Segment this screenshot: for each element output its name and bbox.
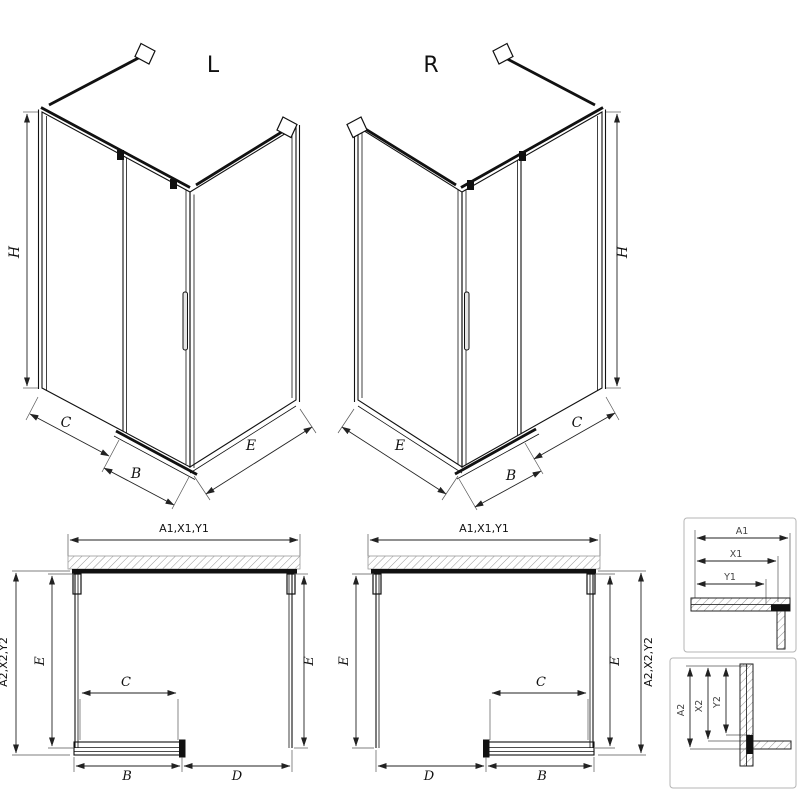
iso-view-right: R H E B bbox=[337, 42, 631, 511]
corner-bracket bbox=[586, 573, 596, 595]
wall-bracket bbox=[276, 116, 298, 139]
glass-section bbox=[776, 610, 786, 650]
door-handle bbox=[182, 291, 188, 351]
dim-label-a2: A2 bbox=[676, 704, 687, 717]
top-rail bbox=[40, 106, 191, 189]
dim-label-x2: X2 bbox=[694, 700, 705, 713]
detail-box bbox=[669, 657, 797, 789]
dim-label-c: C bbox=[572, 415, 583, 431]
corner-connector bbox=[746, 735, 753, 754]
plan-view-left: A1,X1,Y1 C B D E E A2 bbox=[0, 522, 317, 784]
dim-label-x1: X1 bbox=[730, 549, 743, 560]
iso-view-left: L H C bbox=[7, 42, 317, 510]
dim-label-e-left: E bbox=[33, 656, 48, 667]
dim-label-h: H bbox=[615, 245, 631, 259]
door-roller bbox=[519, 151, 526, 161]
door-roller bbox=[117, 150, 124, 160]
side-glass-panel bbox=[357, 126, 463, 469]
front-glass-panel bbox=[461, 111, 603, 468]
wall-bracket bbox=[134, 42, 156, 65]
door-roller bbox=[170, 179, 177, 189]
dim-label-top-width: A1,X1,Y1 bbox=[459, 522, 509, 535]
plan-view-right: A1,X1,Y1 C D B E E A2,X2,Y2 bbox=[337, 522, 655, 784]
dim-label-d: D bbox=[423, 769, 435, 784]
dim-label-y1: Y1 bbox=[723, 572, 736, 583]
dim-label-e: E bbox=[394, 438, 405, 454]
wall-profile bbox=[72, 569, 297, 574]
variant-label-left: L bbox=[207, 53, 220, 78]
corner-connector bbox=[771, 604, 790, 611]
dim-label-e: E bbox=[245, 438, 256, 454]
wall-bracket bbox=[492, 42, 514, 65]
dim-label-b: B bbox=[121, 769, 132, 784]
door-handle bbox=[464, 291, 470, 351]
dim-label-top-width: A1,X1,Y1 bbox=[159, 522, 209, 535]
wall-section bbox=[67, 555, 301, 570]
dim-label-side-depth: A2,X2,Y2 bbox=[0, 637, 10, 687]
dim-label-e-left: E bbox=[337, 656, 352, 667]
door-roller bbox=[467, 180, 474, 190]
corner-bracket bbox=[72, 573, 82, 595]
dim-label-side-depth: A2,X2,Y2 bbox=[642, 637, 655, 687]
variant-label-right: R bbox=[423, 53, 438, 78]
dim-label-c: C bbox=[121, 675, 131, 690]
dim-label-h: H bbox=[7, 245, 23, 259]
dim-label-c: C bbox=[536, 675, 546, 690]
stabilizer-bar bbox=[496, 52, 596, 107]
dim-label-d: D bbox=[231, 769, 243, 784]
dim-label-b: B bbox=[130, 466, 141, 482]
corner-bracket bbox=[372, 573, 382, 595]
top-rail bbox=[460, 106, 604, 189]
sliding-door-plan bbox=[73, 741, 183, 756]
dim-label-b: B bbox=[536, 769, 547, 784]
front-glass-panel bbox=[41, 111, 191, 468]
wall-profile bbox=[371, 569, 596, 574]
wall-bracket bbox=[346, 116, 368, 139]
dim-label-y2: Y2 bbox=[712, 696, 723, 709]
dim-label-e-right: E bbox=[302, 656, 317, 667]
stabilizer-bar bbox=[48, 52, 148, 107]
dim-label-e-right: E bbox=[608, 656, 623, 667]
detail-bottom-profile: A2 X2 Y2 bbox=[669, 657, 797, 789]
dim-label-b: B bbox=[505, 468, 516, 484]
bottom-track bbox=[115, 429, 198, 476]
wall-section bbox=[367, 555, 601, 570]
dim-label-c: C bbox=[61, 415, 72, 431]
corner-bracket bbox=[286, 573, 296, 595]
dim-label-a1: A1 bbox=[736, 526, 749, 537]
sliding-door-plan bbox=[485, 741, 595, 756]
glass-section bbox=[752, 740, 792, 750]
door-end-cap bbox=[179, 739, 186, 758]
bottom-track bbox=[454, 427, 537, 476]
side-glass-panel bbox=[189, 126, 297, 468]
detail-top-profile: A1 X1 Y1 bbox=[683, 517, 797, 653]
door-end-cap bbox=[483, 739, 490, 758]
